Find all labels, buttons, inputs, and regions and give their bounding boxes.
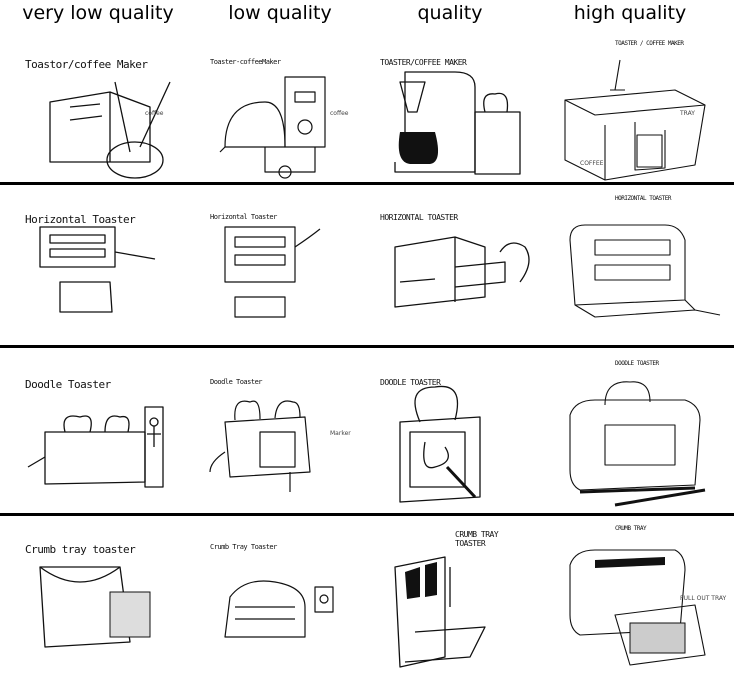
sketch-drawing: [27, 406, 164, 488]
sketch-horizontal-toaster-low: Horizontal Toaster: [205, 195, 385, 335]
sketch-drawing: [224, 226, 321, 318]
sketch-drawing: [394, 556, 486, 668]
row-divider: [0, 513, 734, 516]
sketch-horizontal-toaster-quality: HORIZONTAL TOASTER: [375, 195, 555, 335]
sketch-annotation: COFFEE: [580, 160, 604, 167]
sketch-doodle-toaster-quality: DOODLE TOASTER: [375, 360, 555, 503]
sketch-drawing: [569, 381, 706, 507]
sketch-drawing: [399, 385, 481, 503]
sketch-horizontal-toaster-high: HORIZONTAL TOASTER: [555, 195, 734, 335]
sketch-crumb-tray-toaster-low: Crumb Tray Toaster: [205, 525, 385, 665]
sketch-toaster-coffee-maker-very-low: Toastor/coffee Maker coffee: [20, 40, 200, 180]
sketch-drawing: [564, 59, 706, 181]
sketch-crumb-tray-toaster-quality: CRUMB TRAY TOASTER: [375, 525, 555, 668]
sketch-label: Crumb tray toaster: [25, 543, 136, 556]
sketch-label: TOASTER/COFFEE MAKER: [380, 58, 467, 67]
sketch-label: TOASTER / COFFEE MAKER: [615, 40, 684, 47]
column-header-quality: quality: [417, 2, 483, 24]
sketch-drawing: [224, 580, 334, 638]
sketch-label: DOODLE TOASTER: [380, 378, 441, 387]
sketch-crumb-tray-toaster-very-low: Crumb tray toaster: [20, 525, 200, 665]
sketch-annotation: coffee: [330, 110, 349, 117]
sketch-crumb-tray-toaster-high: CRUMB TRAY PULL OUT TRAY: [555, 525, 734, 666]
sketch-annotation: PULL OUT TRAY: [680, 595, 727, 602]
sketch-drawing: [394, 71, 521, 175]
sketch-toaster-coffee-maker-high: TOASTER / COFFEE MAKER TRAY COFFEE: [555, 40, 734, 181]
sketch-annotation: TRAY: [680, 110, 695, 117]
sketch-label: Doodle Toaster: [25, 378, 111, 391]
sketch-drawing: [39, 226, 156, 313]
sketch-label: Horizontal Toaster: [210, 213, 277, 221]
sketch-toaster-coffee-maker-quality: TOASTER/COFFEE MAKER: [375, 40, 555, 180]
sketch-toaster-coffee-maker-low: Toaster-coffeeMaker coffee: [205, 40, 385, 180]
sketch-label: HORIZONTAL TOASTER: [380, 213, 458, 222]
sketch-drawing: [569, 224, 721, 318]
sketch-label: Crumb Tray Toaster: [210, 543, 277, 551]
column-header-high: high quality: [573, 2, 687, 24]
sketch-drawing: [209, 400, 311, 492]
sketch-drawing: [219, 76, 326, 179]
row-divider: [0, 345, 734, 348]
sketch-horizontal-toaster-very-low: Horizontal Toaster: [20, 195, 200, 335]
sketch-doodle-toaster-very-low: Doodle Toaster: [20, 360, 200, 500]
sketch-label: Doodle Toaster: [210, 378, 263, 386]
sketch-annotation: coffee: [145, 110, 164, 117]
sketch-annotation: Marker: [330, 430, 351, 437]
sketch-label: Toastor/coffee Maker: [25, 58, 148, 71]
sketch-drawing: [569, 549, 706, 666]
sketch-label: DOODLE TOASTER: [615, 360, 659, 367]
sketch-label: Toaster-coffeeMaker: [210, 58, 281, 66]
sketch-label: HORIZONTAL TOASTER: [615, 195, 672, 202]
row-divider: [0, 182, 734, 185]
sketch-label: CRUMB TRAY: [615, 525, 647, 532]
sketch-drawing: [49, 81, 171, 179]
sketch-label: CRUMB TRAY TOASTER: [455, 530, 499, 548]
sketch-drawing: [394, 236, 530, 308]
sketch-drawing: [39, 566, 151, 648]
column-header-low: low quality: [228, 2, 332, 24]
column-header-very-low: very low quality: [22, 2, 174, 24]
sketch-label: Horizontal Toaster: [25, 213, 136, 226]
sketch-doodle-toaster-high: DOODLE TOASTER: [555, 360, 734, 507]
